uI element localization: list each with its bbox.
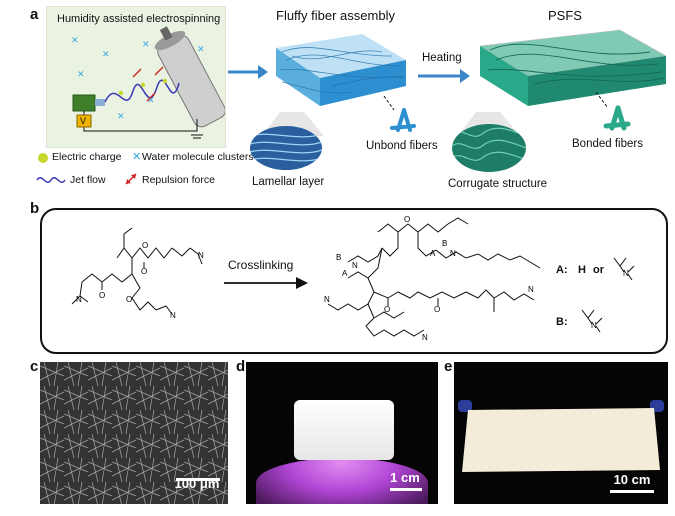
- panel-c-letter: c: [30, 358, 39, 375]
- unbond-label: Unbond fibers: [366, 140, 438, 152]
- corrugate-circle: [452, 124, 526, 172]
- sponge-on-fur-photo: 1 cm: [246, 362, 438, 504]
- atom-n: N: [324, 295, 330, 304]
- atom-o: O: [404, 215, 410, 224]
- fluffy-title: Fluffy fiber assembly: [276, 8, 395, 23]
- sponge-block: [294, 400, 394, 460]
- svg-text:✕: ✕: [77, 69, 85, 79]
- voltage-symbol: V: [80, 116, 87, 126]
- purple-fur: [256, 458, 428, 504]
- heating-arrow: [418, 69, 470, 83]
- svg-text:✕: ✕: [117, 111, 125, 121]
- bonded-fiber-icon: [595, 92, 631, 131]
- atom-o: O: [126, 295, 132, 304]
- legend-jet-flow: Jet flow: [70, 174, 106, 186]
- crosslinked-network: B N A B N A O O O N N N: [324, 215, 541, 342]
- atom-o: O: [384, 305, 390, 314]
- sheet-scale-label: 10 cm: [613, 472, 651, 487]
- lamellar-circle: [250, 126, 322, 170]
- large-sheet-photo: 10 cm: [454, 362, 668, 504]
- sem-scale-label: 100 μm: [174, 476, 220, 491]
- atom-b: B: [442, 239, 447, 248]
- legend-repulsion: Repulsion force: [142, 174, 215, 186]
- atom-n: N: [623, 269, 629, 278]
- lamellar-label: Lamellar layer: [252, 176, 325, 188]
- heating-label: Heating: [422, 52, 462, 64]
- sponge-scale-label: 1 cm: [390, 470, 420, 485]
- left-glove: [458, 400, 472, 412]
- monomer-structure: O O O O N N N: [71, 227, 204, 320]
- sheet-scale-bar: [610, 490, 654, 493]
- atom-o: O: [141, 267, 147, 276]
- b-definition-label: B:: [556, 316, 568, 328]
- electric-charge-icon: [38, 153, 48, 163]
- atom-n: N: [528, 285, 534, 294]
- a-option-dimethylamino-structure: N: [613, 257, 635, 281]
- atom-b: B: [336, 253, 341, 262]
- electrospinning-schematic: Humidity assisted electrospinning ✕ ✕ ✕ ✕ ✕…: [46, 6, 226, 148]
- atom-o: O: [99, 291, 105, 300]
- psfs-block: [479, 29, 667, 106]
- corrugate-label: Corrugate structure: [448, 178, 548, 190]
- process-arrow-1: [228, 65, 268, 79]
- legend-electric-charge: Electric charge: [52, 151, 122, 163]
- crosslinking-scheme-box: [40, 208, 668, 354]
- a-option-h: H: [578, 264, 586, 276]
- bonded-label: Bonded fibers: [572, 138, 643, 150]
- atom-n: N: [591, 321, 597, 330]
- sem-image: 100 μm: [40, 362, 228, 504]
- jet-flow-icon: [36, 177, 66, 183]
- atom-n: N: [352, 261, 358, 270]
- panel-d-letter: d: [236, 358, 246, 375]
- water-cluster-icon: ✕: [132, 151, 142, 163]
- svg-text:✕: ✕: [197, 44, 205, 54]
- atom-n: N: [76, 295, 82, 304]
- panel-b-letter: b: [30, 200, 40, 217]
- svg-text:✕: ✕: [147, 95, 155, 105]
- atom-a: A: [430, 249, 436, 258]
- legend-water-clusters: Water molecule clusters: [142, 151, 254, 163]
- atom-a: A: [342, 269, 348, 278]
- atom-n: N: [170, 311, 176, 320]
- a-option-or: or: [593, 264, 604, 276]
- crosslinking-arrow: [224, 277, 308, 289]
- unbond-fiber-icon: [383, 96, 416, 132]
- atom-n: N: [450, 249, 456, 258]
- panel-a-letter: a: [30, 6, 39, 23]
- electrospinning-title: Humidity assisted electrospinning: [57, 13, 221, 25]
- crosslinking-label: Crosslinking: [228, 258, 294, 272]
- electrospinning-diagram: ✕✕✕ ✕✕✕ ✕✕✕ ✕: [71, 26, 225, 139]
- svg-text:✕: ✕: [142, 39, 150, 49]
- svg-text:✕: ✕: [102, 49, 110, 59]
- sem-scale-bar: [172, 478, 224, 483]
- atom-n: N: [422, 333, 428, 342]
- svg-text:✕: ✕: [71, 35, 79, 45]
- panel-e-letter: e: [444, 358, 453, 375]
- b-option-dimethylamino-structure: N: [581, 309, 603, 333]
- psfs-title: PSFS: [548, 8, 582, 23]
- a-definition-label: A:: [556, 264, 568, 276]
- atom-o: O: [434, 305, 440, 314]
- atom-n: N: [198, 251, 204, 260]
- sponge-scale-bar: [390, 488, 422, 491]
- large-sheet: [462, 408, 660, 472]
- atom-o: O: [142, 241, 148, 250]
- repulsion-force-icon: [125, 173, 137, 185]
- fluffy-fiber-block: [276, 34, 406, 106]
